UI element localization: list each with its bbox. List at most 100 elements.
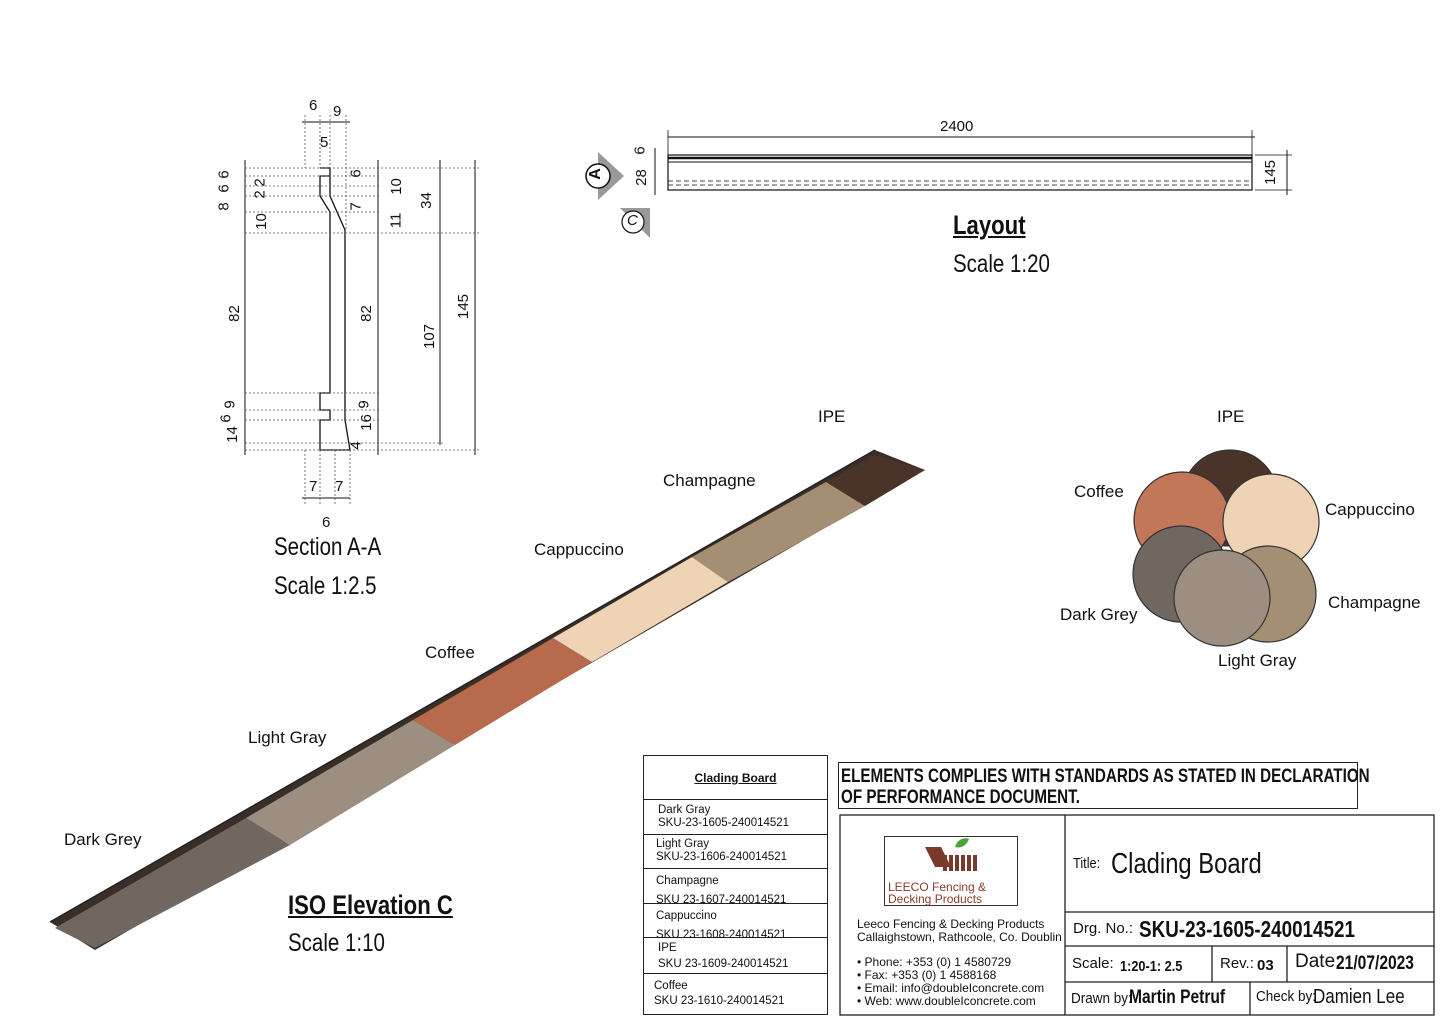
layout-length: 2400 bbox=[940, 118, 974, 135]
marker-c-label: C bbox=[627, 212, 638, 229]
logo-text-1: LEECO Fencing & bbox=[888, 880, 987, 894]
section-scale: Scale 1:2.5 bbox=[274, 572, 377, 600]
sec-dim-mid-6: 6 bbox=[347, 169, 365, 178]
drg-value: SKU-23-1605-240014521 bbox=[1139, 916, 1356, 942]
sec-dim-bottom-7b: 7 bbox=[335, 478, 344, 495]
iso-segment-coffee bbox=[413, 638, 592, 745]
iso-label-champagne: Champagne bbox=[663, 471, 756, 490]
layout-height: 145 bbox=[1262, 159, 1280, 186]
sku-table-header: Clading Board bbox=[644, 756, 827, 800]
sec-dim-left-8: 8 bbox=[215, 202, 233, 211]
compliance-line-2: OF PERFORMANCE DOCUMENT. bbox=[841, 787, 1080, 808]
swatch-label-dark-grey: Dark Grey bbox=[1060, 605, 1138, 624]
sec-dim-mid-16: 16 bbox=[357, 414, 375, 431]
company-address: Callaighstown, Rathcoole, Co. Doublin bbox=[857, 930, 1062, 944]
sku-table: Clading Board Dark Gray SKU-23-1605-2400… bbox=[643, 755, 828, 1015]
iso-title: ISO Elevation C bbox=[288, 890, 453, 920]
drg-label: Drg. No.: bbox=[1073, 920, 1134, 937]
iso-segment-light-gray bbox=[246, 720, 455, 845]
sec-dim-mid-82: 82 bbox=[357, 305, 375, 322]
sec-dim-bottom-6: 6 bbox=[322, 514, 331, 531]
section-extension-lines bbox=[245, 115, 480, 505]
swatch-light-gray bbox=[1173, 549, 1271, 647]
bullet-icon: • bbox=[857, 968, 865, 982]
sku-row: Cappuccino SKU 23-1608-240014521 bbox=[644, 904, 827, 941]
drawn-value: Martin Petruf bbox=[1129, 987, 1226, 1008]
sec-dim-top-9: 9 bbox=[333, 103, 342, 120]
sec-dim-bottom-7a: 7 bbox=[309, 478, 318, 495]
sec-dim-left-14: 14 bbox=[223, 426, 241, 443]
logo-text-2: Decking Products bbox=[888, 892, 983, 906]
sku-row: Champagne SKU 23-1607-240014521 bbox=[644, 869, 827, 906]
iso-label-light-gray: Light Gray bbox=[248, 728, 327, 747]
sec-dim-mid-9: 9 bbox=[355, 400, 373, 409]
sku-row: IPE SKU 23-1609-240014521 bbox=[644, 938, 827, 974]
scale-value: 1:20-1: 2.5 bbox=[1120, 958, 1183, 975]
swatch-circles bbox=[1132, 449, 1320, 647]
iso-label-cappuccino: Cappuccino bbox=[534, 540, 624, 559]
iso-label-dark-grey: Dark Grey bbox=[64, 830, 142, 849]
sec-dim-left-6c: 6 bbox=[217, 414, 235, 423]
layout-scale: Scale 1:20 bbox=[953, 250, 1050, 278]
sec-dim-top-6: 6 bbox=[309, 97, 318, 114]
iso-scale: Scale 1:10 bbox=[288, 929, 385, 957]
marker-a-label: A bbox=[586, 168, 604, 180]
company-logo: LEECO Fencing & Decking Products bbox=[884, 836, 1018, 906]
check-label: Check by: bbox=[1256, 988, 1317, 1005]
bullet-icon: • bbox=[857, 955, 865, 969]
title-value: Clading Board bbox=[1111, 848, 1262, 880]
sec-dim-left-2b: 2 bbox=[251, 190, 269, 199]
layout-dim-28: 28 bbox=[632, 169, 650, 186]
iso-segment-cappuccino bbox=[553, 557, 728, 662]
date-value: 21/07/2023 bbox=[1336, 953, 1414, 974]
sec-dim-left-6a: 6 bbox=[215, 184, 233, 193]
drawn-label: Drawn by: bbox=[1071, 990, 1132, 1007]
sec-dim-right-34: 34 bbox=[417, 192, 435, 209]
bullet-icon: • bbox=[857, 981, 865, 995]
iso-label-coffee: Coffee bbox=[425, 643, 475, 662]
swatch-label-champagne: Champagne bbox=[1328, 593, 1421, 612]
sku-row: Coffee SKU 23-1610-240014521 bbox=[654, 980, 785, 1007]
layout-board bbox=[654, 130, 1292, 195]
scale-label: Scale: bbox=[1072, 955, 1114, 972]
sec-dim-mid-4: 4 bbox=[347, 441, 365, 450]
sec-dim-left-10: 10 bbox=[252, 213, 270, 230]
sec-dim-mid-11: 11 bbox=[387, 212, 405, 229]
section-title: Section A-A bbox=[274, 533, 382, 561]
sec-dim-left-82: 82 bbox=[225, 305, 243, 322]
check-value: Damien Lee bbox=[1313, 986, 1405, 1008]
section-dim-lines bbox=[244, 121, 476, 499]
iso-board bbox=[49, 449, 925, 950]
company-name: Leeco Fencing & Decking Products bbox=[857, 917, 1045, 931]
sec-dim-top-5: 5 bbox=[320, 134, 329, 151]
title-block-lines bbox=[839, 814, 1435, 1016]
company-contact: • Phone: +353 (0) 1 4580729 • Fax: +353 … bbox=[857, 955, 1045, 1008]
sec-dim-left-2a: 2 bbox=[251, 178, 269, 187]
date-label: Date: bbox=[1295, 951, 1341, 972]
title-label: Title: bbox=[1073, 855, 1101, 872]
sec-dim-right-145: 145 bbox=[455, 293, 473, 320]
sku-row: Light Gray SKU-23-1606-240014521 bbox=[644, 835, 827, 869]
section-profile bbox=[319, 167, 351, 451]
iso-segment-champagne bbox=[692, 482, 865, 582]
rev-value: 03 bbox=[1257, 957, 1274, 974]
rev-label: Rev.: bbox=[1220, 955, 1254, 972]
swatch-label-cappuccino: Cappuccino bbox=[1325, 500, 1415, 519]
swatch-label-ipe: IPE bbox=[1217, 407, 1245, 426]
iso-segment-ipe bbox=[826, 455, 925, 506]
iso-segment-dark-grey bbox=[55, 818, 290, 948]
iso-label-ipe: IPE bbox=[818, 407, 846, 426]
compliance-note: ELEMENTS COMPLIES WITH STANDARDS AS STAT… bbox=[838, 762, 1370, 809]
logo-mark-icon bbox=[925, 838, 977, 871]
sec-dim-left-6b: 6 bbox=[215, 170, 233, 179]
sku-row: Dark Gray SKU-23-1605-240014521 bbox=[644, 800, 827, 835]
compliance-line-1: ELEMENTS COMPLIES WITH STANDARDS AS STAT… bbox=[841, 766, 1370, 787]
swatch-label-coffee: Coffee bbox=[1074, 482, 1124, 501]
elevation-marker-c bbox=[620, 208, 650, 238]
section-marker-a bbox=[585, 152, 624, 200]
sec-dim-right-107: 107 bbox=[421, 323, 439, 350]
sec-dim-mid-7: 7 bbox=[347, 202, 365, 211]
layout-dim-6: 6 bbox=[631, 146, 649, 155]
sec-dim-mid-10: 10 bbox=[387, 178, 405, 195]
